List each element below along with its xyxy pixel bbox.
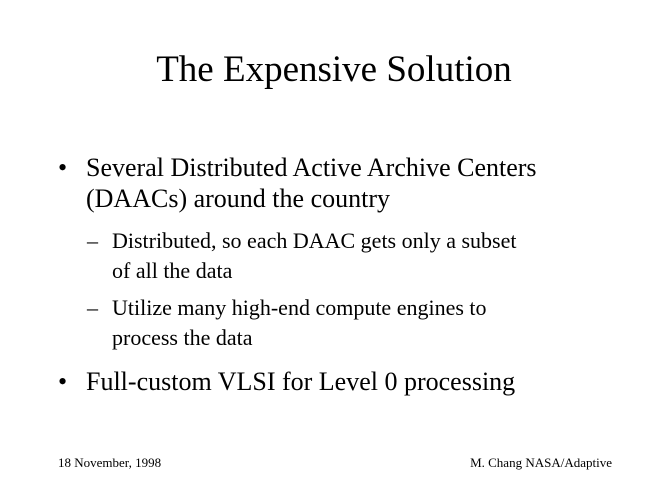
dash-marker: – <box>87 228 98 253</box>
sub-bullet-text-line: Distributed, so each DAAC gets only a su… <box>112 228 517 253</box>
slide-title: The Expensive Solution <box>156 49 512 90</box>
bullet-item-1: • Several Distributed Active Archive Cen… <box>58 152 537 214</box>
dash-marker: – <box>87 295 98 320</box>
sub-bullet-text-line: of all the data <box>112 258 233 283</box>
sub-bullet-item-2: – Utilize many high-end compute engines … <box>87 293 487 353</box>
bullet-marker: • <box>58 367 68 396</box>
bullet-item-2: • Full-custom VLSI for Level 0 processin… <box>58 366 516 397</box>
bullet-text-line: Several Distributed Active Archive Cente… <box>86 153 537 182</box>
bullet-text-line: (DAACs) around the country <box>86 184 390 213</box>
bullet-text-line: Full-custom VLSI for Level 0 processing <box>86 367 516 396</box>
sub-bullet-text-line: process the data <box>112 325 253 350</box>
sub-bullet-item-1: – Distributed, so each DAAC gets only a … <box>87 226 517 286</box>
footer-date: 18 November, 1998 <box>58 455 162 470</box>
bullet-marker: • <box>58 153 68 182</box>
footer-author: M. Chang NASA/Adaptive <box>470 455 612 470</box>
sub-bullet-text-line: Utilize many high-end compute engines to <box>112 295 487 320</box>
